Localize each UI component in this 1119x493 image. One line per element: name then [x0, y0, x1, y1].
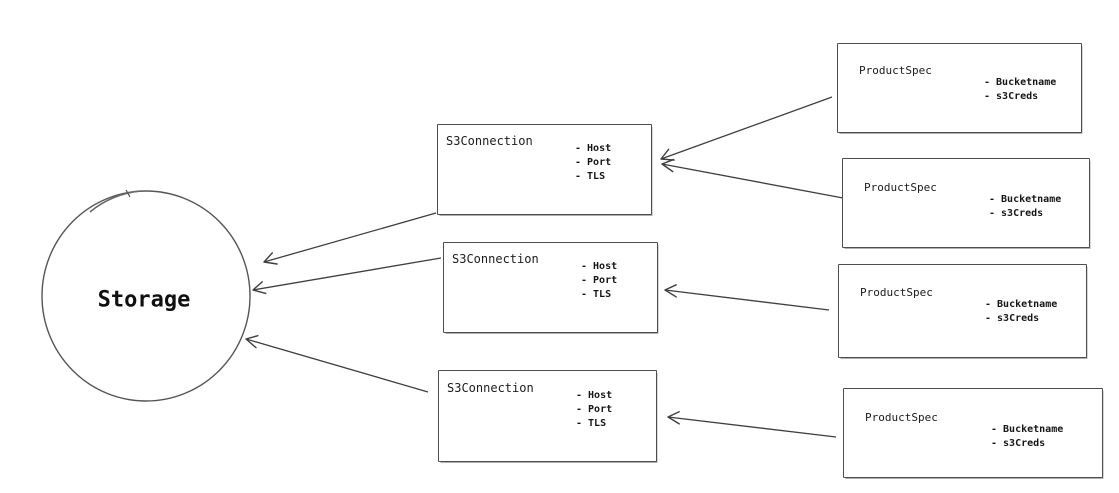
node-attribute: - Host — [575, 143, 612, 154]
node-attribute: - s3Creds — [985, 313, 1040, 324]
productspec-node-4[interactable]: ProductSpec - Bucketname - s3Creds — [843, 388, 1103, 478]
node-attribute: - s3Creds — [989, 208, 1044, 219]
node-attribute: - Port — [576, 404, 613, 415]
arrow-productspec2-to-s3connection1[interactable] — [661, 158, 844, 199]
arrow-productspec1-to-s3connection1[interactable] — [660, 96, 833, 161]
s3connection-node-1[interactable]: S3Connection - Host - Port - TLS — [437, 124, 652, 215]
node-attribute: - Bucketname — [984, 77, 1057, 88]
node-title: ProductSpec — [865, 411, 938, 424]
node-attribute: - Bucketname — [985, 299, 1058, 310]
arrow-productspec4-to-s3connection3[interactable] — [667, 411, 837, 438]
arrow-s3connection3-to-storage[interactable] — [245, 334, 429, 393]
node-attribute: - TLS — [575, 171, 606, 182]
node-title: ProductSpec — [860, 286, 933, 299]
node-attribute: - TLS — [581, 289, 612, 300]
node-attribute: - Port — [581, 275, 618, 286]
node-attribute: - Host — [576, 390, 613, 401]
arrow-s3connection2-to-storage[interactable] — [252, 257, 442, 295]
node-title: S3Connection — [446, 134, 533, 148]
s3connection-node-2[interactable]: S3Connection - Host - Port - TLS — [443, 242, 658, 333]
node-attribute: - s3Creds — [984, 91, 1039, 102]
storage-node-shape[interactable] — [41, 189, 251, 402]
productspec-node-1[interactable]: ProductSpec - Bucketname - s3Creds — [837, 43, 1082, 133]
node-attribute: - Bucketname — [991, 424, 1064, 435]
node-attribute: - Port — [575, 157, 612, 168]
node-title: ProductSpec — [859, 64, 932, 77]
node-attribute: - Bucketname — [989, 194, 1062, 205]
node-attribute: - TLS — [576, 418, 607, 429]
productspec-node-3[interactable]: ProductSpec - Bucketname - s3Creds — [838, 264, 1087, 358]
node-title: S3Connection — [452, 252, 539, 266]
arrow-productspec3-to-s3connection2[interactable] — [664, 284, 830, 311]
node-title: ProductSpec — [864, 181, 937, 194]
storage-node-label: Storage — [97, 287, 191, 313]
arrow-s3connection1-to-storage[interactable] — [263, 212, 437, 265]
s3connection-node-3[interactable]: S3Connection - Host - Port - TLS — [438, 370, 657, 462]
productspec-node-2[interactable]: ProductSpec - Bucketname - s3Creds — [842, 158, 1090, 248]
node-attribute: - s3Creds — [991, 438, 1046, 449]
node-title: S3Connection — [447, 381, 534, 395]
node-attribute: - Host — [581, 261, 618, 272]
